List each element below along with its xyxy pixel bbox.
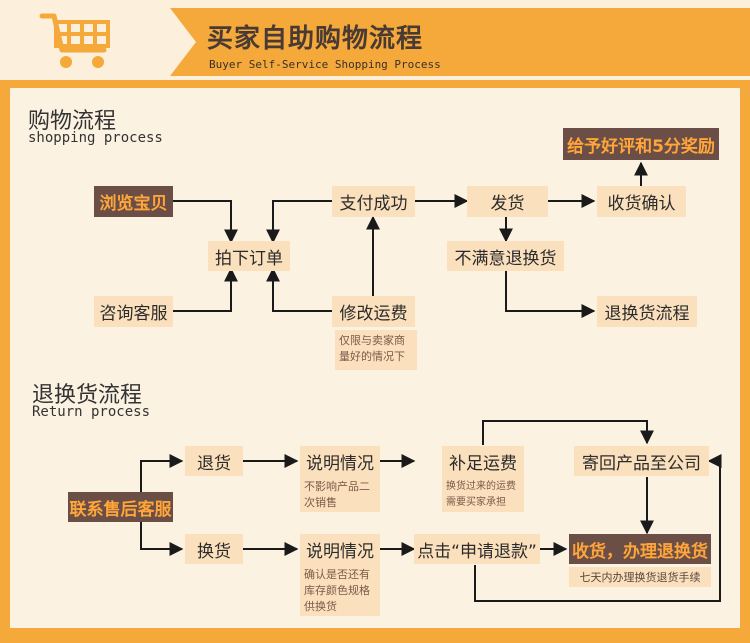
shopping-section-subtitle: shopping process	[28, 130, 163, 146]
page-subtitle: Buyer Self-Service Shopping Process	[209, 58, 441, 71]
return-flow-box: 退换货流程	[597, 296, 697, 327]
return-section-title: 退换货流程	[32, 383, 143, 408]
receive-process-note: 七天内办理换货退货手续	[569, 567, 711, 587]
payment-success-box: 支付成功	[332, 186, 415, 217]
ship-goods-box: 发货	[467, 186, 548, 217]
consult-service-box: 咨询客服	[94, 296, 173, 327]
good-review-box: 给予好评和5分奖励	[563, 128, 719, 160]
arrow-pay-to-order	[266, 200, 332, 244]
pay-freight-box: 补足运费	[442, 446, 524, 476]
cart-logo-panel	[0, 2, 170, 78]
confirm-receipt-box: 收货确认	[597, 186, 686, 217]
send-back-box: 寄回产品至公司	[574, 446, 709, 476]
title-bar-notch	[170, 8, 196, 76]
shopping-cart-icon	[39, 13, 110, 68]
apply-refund-box: 点击“申请退款”	[414, 534, 540, 564]
explain-exchange-box: 说明情况	[300, 534, 380, 564]
explain-return-box: 说明情况	[300, 446, 380, 476]
header: 买家自助购物流程 Buyer Self-Service Shopping Pro…	[0, 0, 750, 80]
modify-freight-note: 仅限与卖家商量好的情况下	[335, 330, 417, 370]
explain-return-note: 不影响产品二次销售	[300, 476, 380, 512]
arrow-unsatisfied-to-returnflow	[505, 271, 596, 318]
receive-process-box: 收货，办理退换货	[569, 534, 711, 564]
arrow-consult-to-order	[173, 267, 238, 312]
shopping-section-title: 购物流程	[28, 109, 117, 134]
arrow-freight-to-sendback	[482, 420, 654, 445]
arrow-contact-to-exchange	[140, 522, 184, 556]
page-title: 买家自助购物流程	[207, 24, 424, 54]
contact-aftersales-box: 联系售后客服	[68, 492, 173, 522]
pay-freight-note: 换货过来的运费需要买家承担	[442, 476, 524, 512]
place-order-box: 拍下订单	[208, 241, 290, 271]
modify-freight-box: 修改运费	[332, 296, 415, 327]
return-section-subtitle: Return process	[32, 404, 151, 420]
title-bar	[170, 8, 750, 76]
arrow-modify-to-order	[266, 267, 332, 312]
unsatisfied-return-box: 不满意退换货	[447, 241, 564, 271]
exchange-goods-box: 换货	[185, 534, 243, 564]
return-goods-box: 退货	[185, 446, 243, 476]
arrow-receive-to-sendback	[474, 454, 722, 602]
browse-items-box: 浏览宝贝	[94, 186, 173, 217]
arrow-browse-to-order	[173, 200, 238, 244]
explain-exchange-note: 确认是否还有库存颜色规格供换货	[300, 564, 380, 616]
arrow-contact-to-return	[140, 454, 184, 492]
